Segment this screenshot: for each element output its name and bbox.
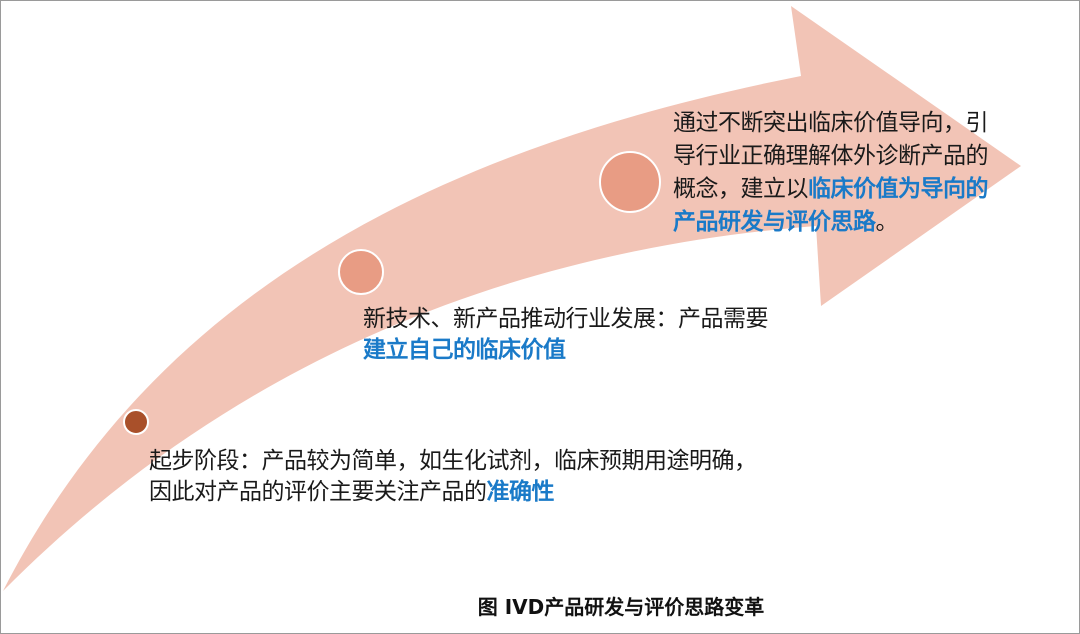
stage-3-highlight-2: 产品研发与评价思路 [673, 209, 876, 235]
stage-1-highlight: 准确性 [486, 479, 555, 505]
curved-arrow [3, 6, 1021, 591]
stage-2-text: 新技术、新产品推动行业发展：产品需要 建立自己的临床价值 [363, 304, 769, 366]
stage-1-text: 起步阶段：产品较为简单，如生化试剂，临床预期用途明确， 因此对产品的评价主要关注… [149, 446, 757, 508]
stage-1-line-1: 起步阶段：产品较为简单，如生化试剂，临床预期用途明确， [149, 448, 757, 474]
stage-3-text: 通过不断突出临床价值导向，引 导行业正确理解体外诊断产品的 概念，建立以临床价值… [673, 107, 989, 239]
stage-3-highlight-1: 临床价值为导向的 [808, 176, 989, 202]
stage-3-line-1: 通过不断突出临床价值导向，引 [673, 110, 989, 136]
stage-1-dot [123, 409, 149, 435]
figure-caption: 图 IVD产品研发与评价思路变革 [477, 595, 765, 619]
stage-2-dot [338, 249, 384, 295]
stage-1-line-2: 因此对产品的评价主要关注产品的 [149, 479, 487, 505]
stage-3-line-2: 导行业正确理解体外诊断产品的 [673, 143, 989, 169]
stage-3-dot [599, 151, 661, 213]
stage-2-highlight: 建立自己的临床价值 [363, 337, 566, 363]
stage-2-line-1: 新技术、新产品推动行业发展：产品需要 [363, 306, 769, 332]
stage-3-line-3: 概念，建立以 [673, 176, 809, 202]
stage-3-tail: 。 [875, 209, 899, 235]
